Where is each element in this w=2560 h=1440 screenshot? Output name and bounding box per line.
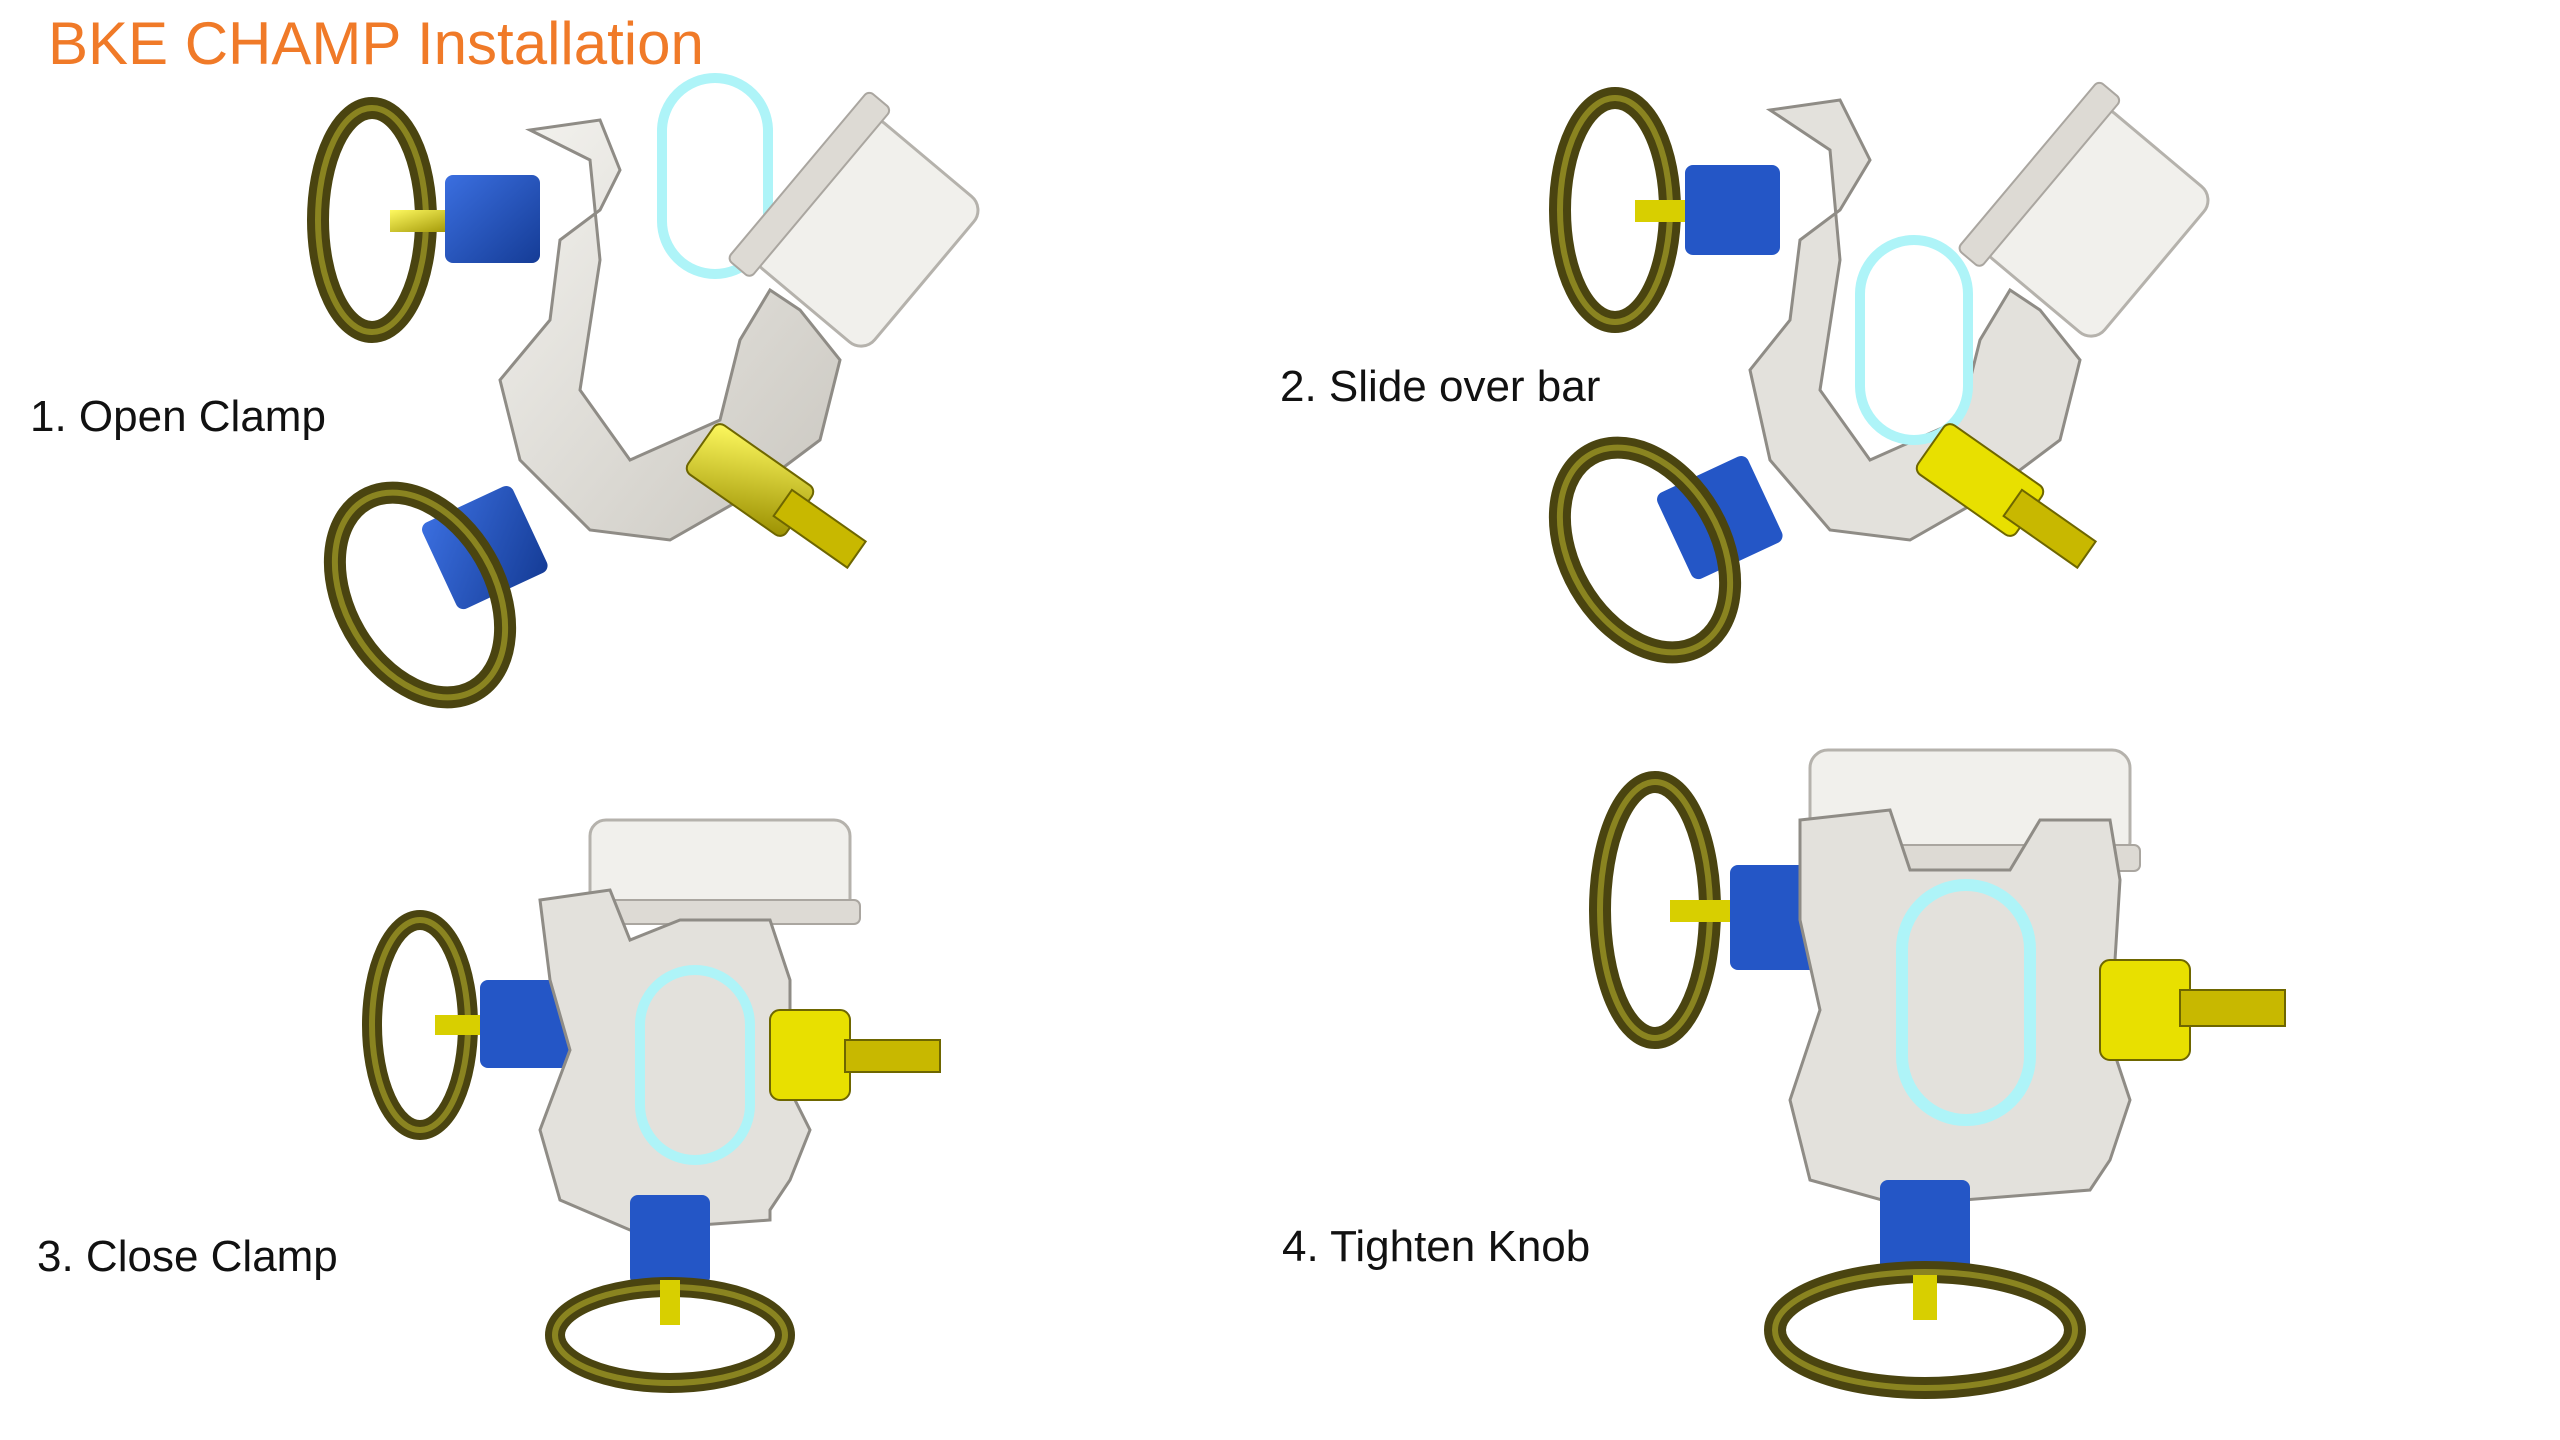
knob-icon (1958, 81, 2210, 338)
ring-handle-icon (307, 97, 460, 343)
step-1-label: 1. Open Clamp (30, 392, 326, 441)
lever-icon (445, 175, 540, 263)
brass-screw-icon (769, 1009, 941, 1101)
ring-handle-icon (545, 1277, 795, 1393)
clamp-body-icon (538, 888, 812, 1232)
step-1-illustration (307, 73, 980, 709)
ring-handle-icon (362, 910, 495, 1140)
step-3-illustration (362, 818, 941, 1393)
step-4-illustration (1589, 748, 2286, 1399)
lever-icon (630, 1195, 710, 1285)
ring-handle-icon (1589, 771, 1740, 1049)
bar-outline-icon (1855, 235, 1973, 445)
ring-handle-icon (323, 481, 517, 709)
bar-outline-icon (657, 73, 773, 279)
brass-screw-icon (685, 423, 868, 570)
knob-icon (728, 91, 980, 348)
brass-screw-icon (2099, 959, 2286, 1061)
clamp-body-icon (1788, 808, 2132, 1207)
step-2-illustration (1548, 81, 2210, 664)
lever-icon (1685, 165, 1780, 255)
ring-handle-icon (1549, 87, 1705, 333)
step-4-label: 4. Tighten Knob (1282, 1222, 1591, 1271)
bar-outline-icon (635, 965, 755, 1165)
lever-icon (480, 980, 570, 1068)
knob-icon (579, 818, 861, 925)
brass-screw-icon (1915, 423, 2098, 570)
step-3-label: 3. Close Clamp (37, 1232, 338, 1281)
ring-handle-icon (1548, 436, 1742, 664)
step-2-label: 2. Slide over bar (1280, 362, 1601, 411)
bar-outline-icon (1896, 879, 2036, 1126)
page-title: BKE CHAMP Installation (48, 10, 704, 77)
clamp-body-icon (1748, 98, 2082, 542)
ring-handle-icon (1764, 1261, 2086, 1399)
lever-icon (1880, 1180, 1970, 1280)
